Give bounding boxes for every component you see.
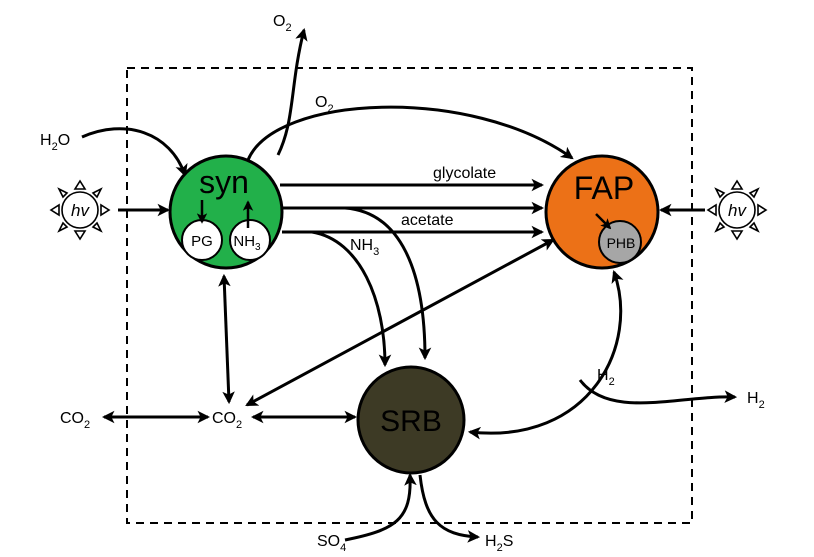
phb-label: PHB (607, 235, 636, 251)
syn-node: syn PG NH3 (168, 154, 284, 270)
edge-srb-h2s (418, 474, 481, 543)
edge-h2-out (578, 379, 738, 405)
label-o2-arc: O2 (315, 94, 334, 115)
fap-label: FAP (574, 170, 634, 206)
edge-so4-srb (344, 472, 417, 542)
fap-to-phb-arrow (595, 213, 612, 230)
label-h2o: H2O (40, 132, 70, 153)
edge-syn-fap-o2 (246, 105, 574, 161)
edge-fap-srb (467, 270, 624, 440)
srb-label: SRB (380, 405, 442, 438)
sun-left-icon: hv (49, 179, 111, 241)
edge-fap-co2 (245, 238, 555, 407)
nh3-inner-label: NH3 (233, 233, 261, 253)
system-boundary (126, 67, 693, 524)
label-so4: SO4 (317, 533, 346, 554)
label-nh3: NH3 (350, 237, 379, 258)
label-o2-top: O2 (273, 13, 292, 34)
label-h2-right: H2 (747, 390, 765, 411)
label-h2s: H2S (485, 533, 513, 554)
phb-circle (598, 220, 642, 264)
label-co2-mid: CO2 (212, 410, 242, 431)
edge-syn-co2 (218, 273, 235, 405)
fap-node: FAP PHB (544, 154, 660, 270)
label-co2-left: CO2 (60, 410, 90, 431)
nh3-inner-circle (229, 219, 271, 261)
srb-circle (356, 365, 466, 475)
label-h2-mid: H2 (597, 367, 615, 388)
label-glycolate: glycolate (433, 165, 496, 182)
sun-right-label: hv (728, 201, 747, 220)
edge-h2o-syn (81, 127, 188, 177)
srb-node: SRB (356, 365, 466, 475)
label-acetate: acetate (401, 212, 454, 229)
sun-right-icon: hv (706, 179, 768, 241)
sun-left-label: hv (71, 201, 90, 220)
syn-label: syn (199, 164, 249, 200)
edges (81, 27, 738, 543)
edge-syn-o2-out (276, 27, 308, 156)
pg-label: PG (191, 233, 213, 250)
